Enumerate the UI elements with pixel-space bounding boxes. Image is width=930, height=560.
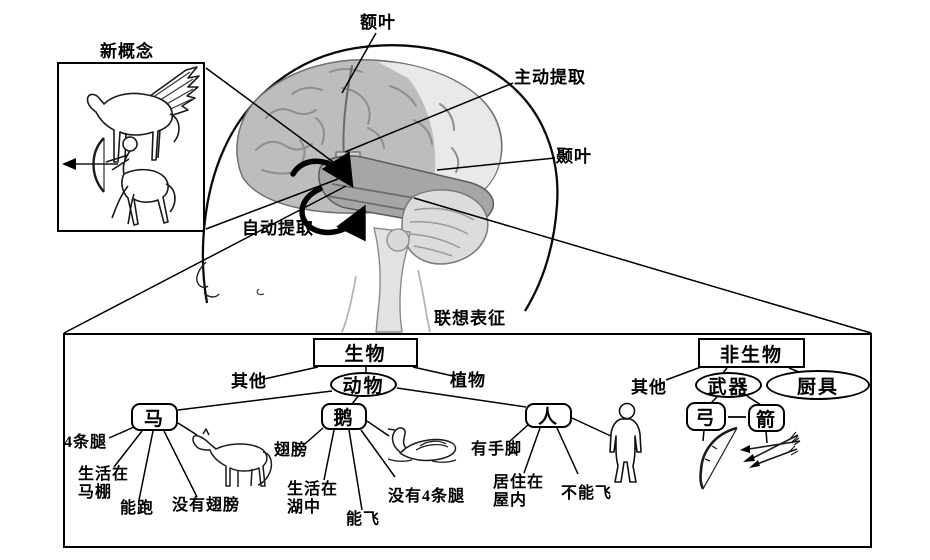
nocked-arrow-head: [62, 158, 76, 170]
feature-goose-no-legs: 没有4条腿: [388, 488, 466, 505]
label-line: 屋内: [493, 491, 528, 509]
brain-illustration: [236, 59, 503, 333]
feature-person-house: 居住在 屋内: [493, 474, 544, 510]
person-silhouette-drawing: [609, 402, 642, 483]
feature-goose-wings: 翅膀: [274, 442, 309, 459]
new-concept-label: 新概念: [100, 42, 154, 61]
arrow-bundle-drawing: [740, 431, 801, 468]
frontal-lobe-label: 额叶: [360, 13, 396, 32]
node-arrow: 箭: [748, 404, 785, 432]
bow-limb: [699, 426, 738, 490]
gyri-lines: [255, 65, 460, 175]
label-line: 马棚: [78, 483, 113, 501]
automatic-retrieval-label: 自动提取: [242, 219, 314, 238]
new-concept-frame: [57, 62, 205, 232]
associative-representation-frame: [63, 333, 872, 548]
feature-horse-stable: 生活在 马棚: [78, 466, 129, 502]
feature-horse-run: 能跑: [120, 500, 155, 517]
loop-arrow-bottom: [299, 186, 366, 242]
horse-tail: [257, 451, 273, 486]
retrieval-loop-arrows: [290, 151, 366, 242]
nose-sketch: [196, 261, 209, 289]
bow-drawing: [699, 426, 738, 490]
feature-goose-fly: 能飞: [346, 511, 381, 528]
label-line: 生活在: [287, 481, 339, 498]
temporal-lobe-pointer: [436, 157, 556, 171]
centaur-foreleg-2: [127, 193, 135, 225]
node-nonliving: 非生物: [698, 338, 805, 368]
centaur-foreleg-1: [111, 185, 129, 219]
pons: [386, 228, 410, 252]
bow-string: [702, 427, 738, 490]
zoom-line-left: [63, 185, 347, 334]
active-retrieval-label: 主动提取: [514, 68, 586, 87]
active-retrieval-pointer: [344, 82, 514, 153]
ear-sketch: [256, 288, 265, 296]
swan-neck: [391, 427, 407, 453]
node-bow: 弓: [686, 402, 726, 431]
zoom-line-right: [413, 197, 872, 334]
branch-plant: 植物: [450, 371, 486, 390]
horse-drawing: [192, 428, 273, 487]
centaur-horse-body: [121, 168, 169, 226]
centaur-tail: [165, 183, 176, 213]
node-animal: 动物: [330, 372, 397, 397]
label-line: 生活在: [78, 466, 130, 483]
neck-sketch-lines: [341, 269, 431, 333]
pointer-lines: [63, 32, 872, 334]
branch-other-nonliving: 其他: [631, 378, 667, 397]
feature-person-hands: 有手脚: [471, 441, 523, 458]
mouth-sketch: [203, 292, 220, 298]
brainstem: [373, 227, 411, 333]
arrow-heads: [740, 445, 760, 468]
node-weapon: 武器: [695, 372, 762, 398]
new-concept-line-bottom: [205, 178, 339, 230]
node-goose: 鹅: [321, 403, 367, 430]
feature-horse-legs: 4条腿: [64, 434, 108, 451]
horse-ear: [202, 428, 210, 436]
feature-goose-lake: 生活在 湖中: [287, 481, 338, 517]
node-kitchenware: 厨具: [766, 370, 870, 400]
node-person: 人: [525, 403, 572, 428]
head-outline: [201, 44, 559, 312]
centaur-arm-back: [111, 158, 130, 171]
cerebrum-pale-region: [378, 62, 501, 206]
loop-arrow-top: [290, 151, 354, 188]
centaur-archer-drawing: [62, 136, 176, 226]
swan-beak: [387, 428, 396, 431]
branch-other-living: 其他: [231, 372, 267, 391]
person-body: [609, 418, 642, 483]
arrow-fletchings: [788, 431, 801, 456]
temporal-lobe-label: 颞叶: [556, 147, 592, 166]
node-living: 生物: [313, 338, 418, 367]
label-line: 居住在: [493, 474, 545, 491]
water-lines: [387, 458, 457, 463]
pegasus-drawing: [86, 66, 200, 163]
centaur-arm-front: [105, 154, 129, 163]
bow-grip-ticks: [704, 445, 718, 462]
cerebellum-striations: [409, 207, 475, 257]
frontal-lobe-pointer: [341, 32, 377, 94]
pegasus-tail: [169, 113, 180, 143]
pegasus-body: [86, 92, 174, 163]
node-horse: 马: [131, 403, 178, 431]
swan-wing-lines: [415, 440, 449, 451]
label-line: 湖中: [287, 498, 322, 516]
feature-horse-no-wings: 没有翅膀: [172, 497, 241, 514]
associative-representation-label: 联想表征: [434, 309, 506, 328]
new-concept-line-top: [205, 67, 345, 171]
feature-person-no-fly: 不能飞: [561, 485, 613, 502]
swan-drawing: [387, 427, 457, 463]
